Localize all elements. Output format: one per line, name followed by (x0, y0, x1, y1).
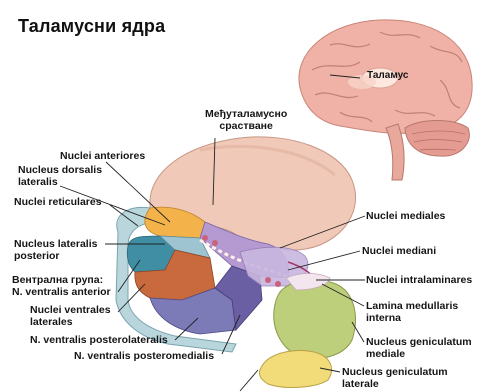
label-lamina-medullaris-interna: Lamina medullaris interna (366, 300, 458, 324)
label-gen-med-line2: mediale (366, 348, 472, 360)
label-inset-thalamus: Таламус (367, 70, 408, 82)
brain-cerebellum (405, 121, 469, 157)
label-interthalamic-line2: срастване (205, 120, 287, 132)
label-nuclei-reticulares: Nuclei reticulares (14, 196, 102, 208)
label-n-ventralis-posterolateralis: N. ventralis posterolateralis (30, 334, 168, 346)
label-n-ventralis-posteromedialis: N. ventralis posteromedialis (74, 350, 214, 362)
label-ventral-group-line2: N. ventralis anterior (12, 286, 111, 298)
label-nuclei-mediales: Nuclei mediales (366, 210, 445, 222)
label-lat-post-line2: posterior (14, 250, 97, 262)
label-ventral-group-line1: Вентрална група: (12, 274, 111, 286)
label-gen-lat-line2: laterale (342, 378, 448, 390)
label-lat-post-line1: Nucleus lateralis (14, 238, 97, 250)
label-gen-lat-line1: Nucleus geniculatum (342, 366, 448, 378)
label-ventrales-lat-line1: Nuclei ventrales (30, 304, 111, 316)
label-lamina-line1: Lamina medullaris (366, 300, 458, 312)
label-nucleus-lateralis-posterior: Nucleus lateralis posterior (14, 238, 97, 262)
label-ventrales-lat-line2: laterales (30, 316, 111, 328)
label-nucleus-dorsalis-lateralis: Nucleus dorsalis lateralis (18, 164, 102, 188)
label-nuclei-ventrales-laterales: Nuclei ventrales laterales (30, 304, 111, 328)
label-nucleus-geniculatum-laterale: Nucleus geniculatum laterale (342, 366, 448, 390)
label-interthalamic-line1: Међуталамусно (205, 108, 287, 120)
label-ventral-group: Вентрална група: N. ventralis anterior (12, 274, 111, 298)
label-dorsalis-line1: Nucleus dorsalis (18, 164, 102, 176)
region-geniculate-medial (274, 280, 356, 358)
region-geniculate-lateral (260, 351, 332, 388)
label-nuclei-anteriores: Nuclei anteriores (60, 150, 145, 162)
label-dorsalis-line2: lateralis (18, 176, 102, 188)
label-lamina-line2: interna (366, 312, 458, 324)
label-nucleus-geniculatum-mediale: Nucleus geniculatum mediale (366, 336, 472, 360)
label-nuclei-intralaminares: Nuclei intralaminares (366, 274, 472, 286)
label-nuclei-mediani: Nuclei mediani (362, 245, 436, 257)
label-gen-med-line1: Nucleus geniculatum (366, 336, 472, 348)
label-interthalamic-adhesion: Међуталамусно срастване (205, 108, 287, 132)
